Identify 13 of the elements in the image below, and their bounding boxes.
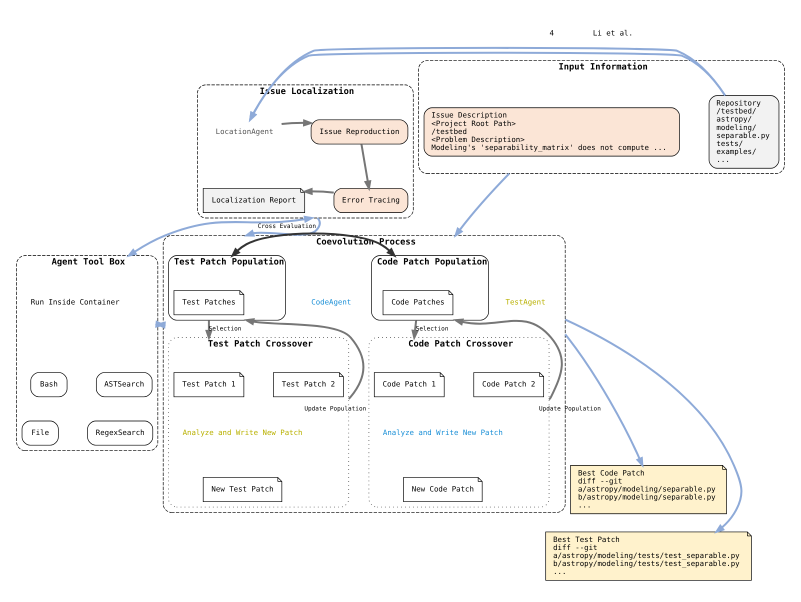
arrow (564, 334, 644, 468)
arrow (205, 320, 213, 341)
arrow (411, 320, 419, 341)
arrow (302, 188, 334, 196)
arrow (564, 318, 742, 534)
arrow (126, 216, 315, 258)
arrow (454, 172, 510, 238)
arrow (230, 232, 397, 258)
arrow (244, 318, 364, 400)
arrow (154, 320, 166, 329)
arrow (281, 119, 314, 127)
arrow (360, 144, 372, 192)
arrow (244, 217, 321, 237)
